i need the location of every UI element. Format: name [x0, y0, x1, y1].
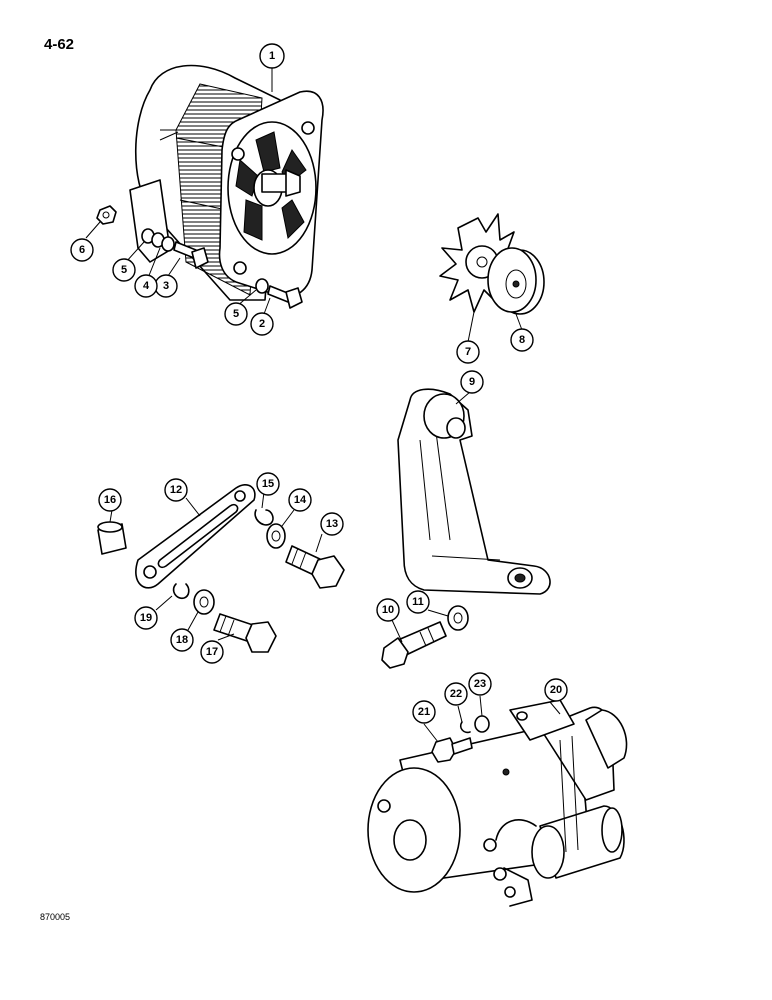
hardware-17-18-19 — [172, 583, 277, 653]
hardware-13-14-15 — [254, 509, 345, 589]
svg-text:5: 5 — [233, 308, 239, 320]
adjusting-strap-part — [135, 484, 256, 589]
svg-text:14: 14 — [294, 494, 307, 506]
svg-text:12: 12 — [170, 484, 182, 496]
callout-5-left: 5 — [112, 258, 136, 282]
svg-text:18: 18 — [176, 634, 188, 646]
callout-11: 11 — [406, 590, 430, 614]
callout-13: 13 — [320, 512, 344, 536]
bolt-and-washer-10-11 — [381, 605, 469, 669]
leader-lines — [85, 68, 561, 743]
svg-text:23: 23 — [474, 678, 486, 690]
svg-text:19: 19 — [140, 612, 152, 624]
svg-text:3: 3 — [163, 280, 169, 292]
svg-text:15: 15 — [262, 478, 274, 490]
callout-9: 9 — [460, 370, 484, 394]
callout-7: 7 — [456, 340, 480, 364]
callout-15: 15 — [256, 472, 280, 496]
mounting-bracket-part — [397, 388, 551, 595]
callout-22: 22 — [444, 682, 468, 706]
callout-16: 16 — [98, 488, 122, 512]
callout-5-right: 5 — [224, 302, 248, 326]
callout-14: 14 — [288, 488, 312, 512]
callout-12: 12 — [164, 478, 188, 502]
spacer-part — [97, 521, 127, 555]
svg-text:5: 5 — [121, 264, 127, 276]
svg-text:8: 8 — [519, 334, 525, 346]
svg-text:7: 7 — [465, 346, 471, 358]
svg-text:11: 11 — [412, 596, 424, 608]
svg-text:17: 17 — [206, 646, 218, 658]
callout-18: 18 — [170, 628, 194, 652]
callout-20: 20 — [544, 678, 568, 702]
starter-motor-part — [367, 699, 628, 907]
callout-10: 10 — [376, 598, 400, 622]
callout-1: 1 — [259, 43, 285, 69]
alternator-hardware — [96, 205, 303, 309]
svg-text:2: 2 — [259, 318, 265, 330]
hardware-21-22-23 — [431, 715, 490, 763]
svg-text:13: 13 — [326, 518, 338, 530]
callout-17: 17 — [200, 640, 224, 664]
document-code: 870005 — [40, 912, 71, 922]
callout-8: 8 — [510, 328, 534, 352]
callout-4: 4 — [134, 274, 158, 298]
callout-6: 6 — [70, 238, 94, 262]
svg-text:9: 9 — [469, 376, 475, 388]
callout-2: 2 — [250, 312, 274, 336]
svg-text:1: 1 — [269, 50, 275, 62]
svg-text:22: 22 — [450, 688, 462, 700]
svg-text:4: 4 — [143, 280, 150, 292]
svg-text:10: 10 — [382, 604, 394, 616]
callout-19: 19 — [134, 606, 158, 630]
svg-text:21: 21 — [418, 706, 430, 718]
callout-21: 21 — [412, 700, 436, 724]
svg-text:6: 6 — [79, 244, 85, 256]
alternator-part — [129, 64, 324, 301]
callout-23: 23 — [468, 672, 492, 696]
svg-text:16: 16 — [104, 494, 116, 506]
callout-3: 3 — [154, 274, 178, 298]
svg-text:20: 20 — [550, 684, 562, 696]
pulley-part — [487, 247, 545, 315]
page-number: 4-62 — [44, 36, 75, 53]
